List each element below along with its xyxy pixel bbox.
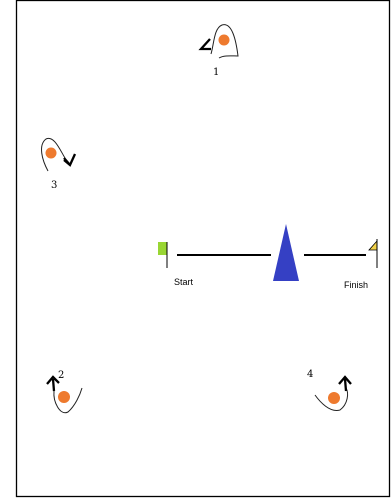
start-flag-icon xyxy=(158,242,167,255)
marker-4: 4 xyxy=(307,369,352,411)
marker-1-ball xyxy=(218,34,230,46)
finish-label: Finish xyxy=(344,280,368,290)
marker-4-arrow-icon xyxy=(338,375,352,392)
marker-2-number: 2 xyxy=(58,370,64,381)
marker-1: 1 xyxy=(198,24,239,78)
start-label: Start xyxy=(174,277,194,287)
marker-2-arrow-icon xyxy=(46,375,60,392)
marker-4-number: 4 xyxy=(307,369,313,380)
marker-3-number: 3 xyxy=(51,180,57,191)
marker-2: 2 xyxy=(46,370,83,414)
marker-3: 3 xyxy=(41,137,77,191)
marker-1-arrow-icon xyxy=(198,38,211,51)
course: Start Finish xyxy=(158,224,378,290)
marker-2-loop xyxy=(53,387,83,414)
marker-1-number: 1 xyxy=(213,67,219,78)
marker-4-loop xyxy=(314,387,349,411)
marker-1-loop xyxy=(210,24,239,59)
marker-4-ball xyxy=(328,392,340,404)
marker-3-arrow-icon xyxy=(63,153,77,167)
marker-3-ball xyxy=(45,147,57,159)
cone-icon xyxy=(273,224,299,281)
diagram-border xyxy=(15,0,391,498)
marker-2-ball xyxy=(58,391,70,403)
marker-3-loop xyxy=(41,137,66,172)
